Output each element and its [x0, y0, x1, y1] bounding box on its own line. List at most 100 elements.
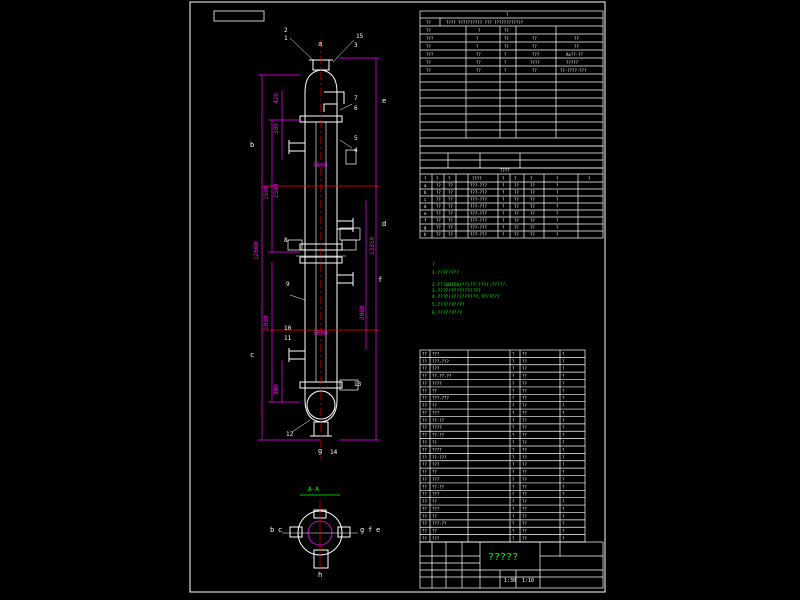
nozzle-cell-r4-c4: ?	[502, 211, 505, 216]
nozzle-cell-r7-c5: ??	[514, 232, 519, 237]
dimension-text: 420 300 1500 2500 12660 1000 300 13350 2…	[253, 93, 376, 493]
part-label-6: 6	[354, 105, 358, 112]
scale-cell-1: 1:30	[504, 578, 516, 584]
nozzle-cell-r2-c1: ??	[436, 197, 441, 202]
bom-cell-r19-c3: ??	[522, 492, 527, 497]
nozzle-cell-r0-c3: ???-???	[470, 183, 487, 188]
note-line-5: 5.??????????	[432, 302, 465, 308]
dim-4: 2500	[273, 183, 280, 198]
nozzle-cell-r3-c6: ??	[530, 204, 535, 209]
note-line-3: 3.????????????????	[432, 288, 481, 294]
notes-heading: ?	[432, 262, 435, 268]
diameter-upper: ?600	[313, 162, 328, 169]
part-label-1: 1	[284, 35, 288, 42]
bom-cell-r3-c2: ?	[512, 374, 515, 379]
bom-cell-r3-c0: ??	[422, 374, 427, 379]
title-block	[419, 541, 604, 589]
bom-cell-r8-c2: ?	[512, 410, 515, 415]
spec-r5-c0: ??	[426, 60, 431, 65]
bom-cell-r7-c2: ?	[512, 403, 515, 408]
bom-cell-r8-c4: ?	[562, 410, 565, 415]
bom-cell-r17-c1: ???	[432, 477, 440, 482]
nozzle-cell-r5-c4: ?	[502, 218, 505, 223]
bom-cell-r1-c2: ?	[512, 359, 515, 364]
nozzle-cell-r4-c0: e	[424, 211, 427, 216]
nozzle-cell-r6-c7: ?	[556, 225, 559, 230]
bom-cell-r14-c2: ?	[512, 455, 515, 460]
section-letter-c: c	[278, 526, 282, 534]
spec-r2-c4: ??	[574, 36, 579, 41]
spec-r3-c3: ??	[532, 44, 537, 49]
bom-cell-r22-c2: ?	[512, 514, 515, 519]
nozzle-cell-r0-c7: ?	[556, 183, 559, 188]
bom-cell-r17-c4: ?	[562, 477, 565, 482]
bom-cell-r5-c2: ?	[512, 388, 515, 393]
part-label-12: 12	[286, 431, 294, 438]
part-label-14: 14	[330, 449, 338, 456]
bom-cell-r7-c3: ??	[522, 403, 527, 408]
nozzle-cell-r0-c6: ??	[530, 183, 535, 188]
bom-cell-r13-c2: ?	[512, 447, 515, 452]
bom-cell-r4-c4: ?	[562, 381, 565, 386]
spec-r3-c4: ??	[574, 44, 579, 49]
bom-table	[419, 349, 586, 543]
spec-r4-c3: ???	[532, 52, 540, 57]
bom-cell-r1-c3: ??	[522, 359, 527, 364]
bom-cell-r10-c1: ????	[432, 425, 442, 430]
bom-cell-r20-c0: ??	[422, 499, 427, 504]
bom-cell-r10-c0: ??	[422, 425, 427, 430]
bom-cell-r20-c4: ?	[562, 499, 565, 504]
notes: ? 1.???????? 2.??(GB150)??(??-???),?????…	[432, 262, 508, 316]
bom-cell-r13-c4: ?	[562, 447, 565, 452]
nozzle-cell-r5-c7: ?	[556, 218, 559, 223]
nozzle-letter-a: a	[318, 40, 322, 48]
spec-r6-c1: ??	[476, 68, 481, 73]
note-line-1: 1.????????	[432, 270, 459, 276]
bom-cell-r2-c2: ?	[512, 366, 515, 371]
nozzle-letter-c: c	[250, 351, 254, 359]
nozzle-col-2: ?	[448, 176, 451, 181]
bom-cell-r18-c1: ??-??	[432, 484, 445, 489]
bom-cell-r6-c1: ???-???	[432, 396, 449, 401]
bom-cell-r24-c3: ??	[522, 529, 527, 534]
nozzle-cell-r0-c4: ?	[502, 183, 505, 188]
section-letter-e: e	[376, 526, 380, 534]
bom-cell-r25-c4: ?	[562, 536, 565, 541]
nozzle-letter-h: h	[318, 571, 322, 579]
bom-cell-r16-c4: ?	[562, 470, 565, 475]
nozzle-cell-r2-c6: ??	[530, 197, 535, 202]
bom-cell-r25-c0: ??	[422, 536, 427, 541]
nozzle-col-0: ?	[424, 176, 427, 181]
section-view-letters: b c g f e	[270, 526, 380, 534]
dim-2: 300	[273, 123, 280, 134]
bom-cell-r19-c2: ?	[512, 492, 515, 497]
bom-cell-r12-c3: ??	[522, 440, 527, 445]
bom-cell-r14-c1: ??-???	[432, 455, 447, 460]
bom-cell-r13-c0: ??	[422, 447, 427, 452]
nozzle-cell-r2-c7: ?	[556, 197, 559, 202]
section-letter-f: f	[368, 526, 372, 534]
bom-cell-r15-c3: ??	[522, 462, 527, 467]
bom-cell-r16-c1: ??	[432, 470, 437, 475]
note-line-6: 6.?????????	[432, 310, 462, 316]
bom-cell-r4-c2: ?	[512, 381, 515, 386]
nozzle-cell-r1-c0: b	[424, 190, 427, 195]
nozzle-cell-r1-c6: ??	[530, 190, 535, 195]
bom-cell-r0-c4: ?	[562, 351, 565, 356]
bom-cell-r10-c3: ??	[522, 425, 527, 430]
bom-cell-r14-c4: ?	[562, 455, 565, 460]
bom-cell-r14-c0: ??	[422, 455, 427, 460]
bom-cell-r12-c4: ?	[562, 440, 565, 445]
nozzle-cell-r1-c3: ???-???	[470, 190, 487, 195]
bom-cell-r11-c2: ?	[512, 433, 515, 438]
spec-r5-c1: ??	[476, 60, 481, 65]
material-table	[419, 145, 604, 169]
bom-cell-r21-c1: ???	[432, 506, 440, 511]
bom-cell-r5-c1: ??	[432, 388, 437, 393]
bom-cell-r15-c4: ?	[562, 462, 565, 467]
dim-6: 1000	[263, 315, 270, 330]
nozzle-cell-r3-c4: ?	[502, 204, 505, 209]
spec-table-text: ? ?? ???? ?????????? ??? ???????????? ??…	[426, 12, 587, 73]
nozzle-table-title: ????	[500, 168, 510, 173]
drawing-frame-label-box	[213, 10, 265, 22]
